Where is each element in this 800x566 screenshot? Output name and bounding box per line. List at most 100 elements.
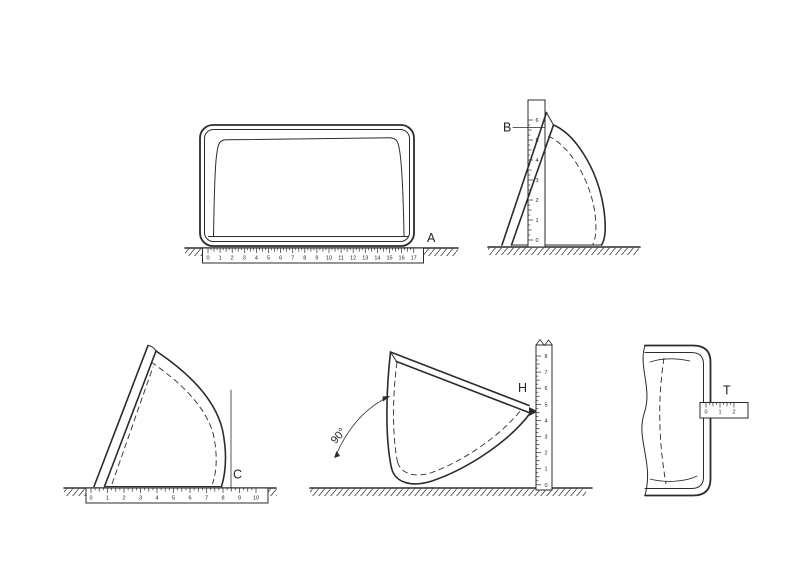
svg-text:8: 8	[221, 496, 224, 502]
svg-text:1: 1	[219, 256, 222, 262]
bucket-back-contour	[552, 124, 607, 246]
svg-text:12: 12	[350, 256, 356, 262]
svg-text:8: 8	[303, 256, 306, 262]
angle-arrowhead-bottom	[334, 451, 340, 458]
svg-text:1: 1	[718, 410, 721, 416]
view-cut-length: 0 1 2 3 4 5 6 7 8 9 10 C	[63, 344, 277, 504]
svg-text:0: 0	[206, 256, 209, 262]
svg-text:1: 1	[106, 496, 109, 502]
bucket-opening-contour	[213, 137, 405, 237]
inner-bottom-contour	[649, 475, 698, 482]
ground-hatch	[268, 488, 277, 496]
tip-arrowhead	[529, 407, 538, 416]
svg-text:6: 6	[535, 118, 538, 124]
svg-text:5: 5	[267, 256, 270, 262]
label-b: B	[503, 121, 511, 135]
svg-text:4: 4	[544, 418, 547, 424]
svg-text:6: 6	[188, 496, 191, 502]
ruler-break-squiggle	[535, 339, 553, 346]
svg-text:5: 5	[544, 402, 547, 408]
angle-arc	[335, 397, 388, 456]
blade-inner-edge	[395, 360, 533, 415]
ground-hatch	[488, 247, 639, 255]
svg-text:9: 9	[238, 496, 241, 502]
svg-text:6: 6	[544, 386, 547, 392]
svg-text:10: 10	[326, 256, 332, 262]
svg-text:4: 4	[255, 256, 258, 262]
svg-text:1: 1	[544, 467, 547, 473]
svg-text:0: 0	[535, 238, 538, 244]
bucket-bottom-contour	[390, 413, 531, 485]
ground-hatch	[310, 488, 586, 496]
svg-text:14: 14	[374, 256, 380, 262]
angle-value: 90°	[329, 426, 349, 446]
blade-outer-edge	[501, 111, 548, 246]
label-a: A	[427, 231, 436, 245]
svg-text:4: 4	[535, 158, 538, 164]
blade-end-cap	[390, 351, 397, 362]
svg-text:13: 13	[362, 256, 368, 262]
label-t: T	[723, 384, 731, 398]
svg-text:2: 2	[122, 496, 125, 502]
label-c: C	[233, 468, 242, 482]
blade-outer-edge	[93, 344, 149, 488]
break-wavy-line	[641, 345, 649, 496]
blade-inner-edge	[103, 350, 157, 488]
ground-hatch	[185, 248, 202, 256]
svg-text:9: 9	[315, 256, 318, 262]
shell-inner-contour	[644, 352, 704, 489]
svg-text:15: 15	[386, 256, 392, 262]
svg-text:4: 4	[155, 496, 158, 502]
angle-arrowhead-top	[382, 396, 391, 402]
svg-text:5: 5	[172, 496, 175, 502]
hidden-inner-contour	[547, 135, 597, 246]
blade-tip-edge	[147, 345, 157, 352]
shell-outer-contour	[644, 344, 712, 497]
svg-text:17: 17	[411, 256, 417, 262]
ground-hatch	[64, 488, 86, 496]
hidden-inner-surface	[659, 357, 667, 485]
svg-text:3: 3	[243, 256, 246, 262]
svg-text:11: 11	[338, 256, 344, 262]
ruler-c-body	[85, 487, 269, 504]
svg-text:7: 7	[291, 256, 294, 262]
ruler-h-scale: 8 7 6 5 4 3 2 1 0	[536, 354, 548, 489]
label-h: H	[518, 381, 527, 395]
svg-text:2: 2	[535, 198, 538, 204]
blade-tip-edge	[546, 112, 554, 126]
inner-top-contour	[649, 358, 691, 363]
svg-text:10: 10	[253, 496, 259, 502]
svg-text:2: 2	[732, 410, 735, 416]
svg-text:2: 2	[544, 451, 547, 457]
blade-outer-edge	[389, 351, 530, 407]
ruler-t-scale: 0 1 2	[704, 402, 736, 416]
ruler-c-scale: 0 1 2 3 4 5 6 7 8 9 10	[89, 488, 259, 502]
svg-text:3: 3	[535, 178, 538, 184]
svg-text:0: 0	[89, 496, 92, 502]
hidden-blade-line	[111, 366, 154, 485]
bucket-left-contour	[386, 351, 393, 469]
svg-text:0: 0	[704, 410, 707, 416]
bucket-inner-wall	[204, 129, 410, 242]
svg-text:7: 7	[544, 370, 547, 376]
blade-inner-edge	[510, 124, 555, 246]
bucket-outer-shell	[199, 124, 415, 247]
svg-text:7: 7	[205, 496, 208, 502]
hidden-left-contour	[393, 361, 398, 463]
view-wall-thickness: 0 1 2 T	[641, 344, 749, 497]
svg-text:8: 8	[544, 354, 547, 360]
view-height-90deg: 90° 8 7 6 5 4 3 2 1 0 H	[309, 339, 593, 496]
svg-text:16: 16	[399, 256, 405, 262]
ground-hatch	[424, 248, 458, 256]
svg-text:3: 3	[544, 435, 547, 441]
svg-text:2: 2	[231, 256, 234, 262]
svg-text:3: 3	[139, 496, 142, 502]
svg-text:0: 0	[544, 483, 547, 489]
ruler-a-body	[202, 247, 424, 264]
